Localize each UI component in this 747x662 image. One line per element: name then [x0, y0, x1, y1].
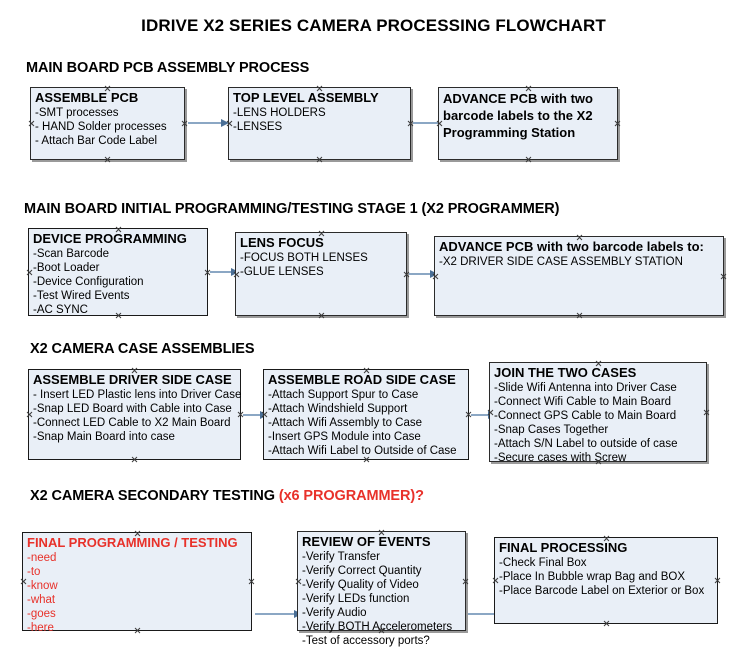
- box-line: -goes: [27, 608, 56, 620]
- box-title: DEVICE PROGRAMMING: [33, 231, 187, 246]
- box-line: -Connect LED Cable to X2 Main Board: [33, 417, 231, 429]
- box-line: -Scan Barcode: [33, 248, 110, 260]
- box-line: -need: [27, 552, 57, 564]
- section-heading-3: X2 CAMERA CASE ASSEMBLIES: [30, 341, 255, 357]
- box-line: -Boot Loader: [33, 262, 100, 274]
- box-line: -Attach Support Spur to Case: [268, 389, 419, 401]
- box-line-overflow: -Test of accessory ports?: [302, 635, 430, 647]
- box-line: -what: [27, 594, 56, 606]
- box-title: ADVANCE PCB with two barcode labels to t…: [443, 91, 593, 140]
- box-title: ASSEMBLE ROAD SIDE CASE: [268, 372, 456, 387]
- connector-arrow: [188, 119, 229, 127]
- selection-handle[interactable]: [28, 120, 35, 127]
- box-line: -Place In Bubble wrap Bag and BOX: [499, 571, 686, 583]
- connector-arrow: [210, 268, 239, 276]
- selection-handle[interactable]: [20, 578, 27, 585]
- box-line: -LENS HOLDERS: [233, 107, 326, 119]
- box-line: -Check Final Box: [499, 557, 587, 569]
- section-heading-4: X2 CAMERA SECONDARY TESTING (x6 PROGRAMM…: [30, 488, 424, 504]
- selection-handle[interactable]: [26, 269, 33, 276]
- selection-handle[interactable]: [131, 456, 138, 463]
- section-heading-2-text: MAIN BOARD INITIAL PROGRAMMING/TESTING S…: [24, 201, 560, 217]
- box-lens-focus[interactable]: LENS FOCUS -FOCUS BOTH LENSES -GLUE LENS…: [235, 232, 407, 316]
- box-title: ASSEMBLE PCB: [35, 90, 139, 105]
- box-line: -AC SYNC: [33, 304, 88, 316]
- box-line: -Attach S/N Label to outside of case: [494, 438, 678, 450]
- section-heading-1-text: MAIN BOARD PCB ASSEMBLY PROCESS: [26, 60, 310, 76]
- selection-handle[interactable]: [492, 577, 499, 584]
- box-line: -Connect GPS Cable to Main Board: [494, 410, 677, 422]
- box-line: -Verify Correct Quantity: [302, 565, 422, 577]
- box-line: -Snap LED Board with Cable into Case: [33, 403, 232, 415]
- box-title: REVIEW OF EVENTS: [302, 534, 431, 549]
- box-final-processing[interactable]: FINAL PROCESSING -Check Final Box -Place…: [494, 537, 718, 624]
- box-line: - Insert LED Plastic lens into Driver Ca…: [33, 389, 242, 401]
- box-line: -know: [27, 580, 58, 592]
- box-advance-pcb-driver-side[interactable]: ADVANCE PCB with two barcode labels to: …: [434, 236, 724, 316]
- box-line: -Verify Audio: [302, 607, 367, 619]
- selection-handle[interactable]: [295, 578, 302, 585]
- selection-handle[interactable]: [720, 273, 727, 280]
- box-title: ASSEMBLE DRIVER SIDE CASE: [33, 372, 232, 387]
- selection-handle[interactable]: [316, 156, 323, 163]
- box-title: FINAL PROGRAMMING / TESTING: [27, 535, 238, 550]
- box-line: -Verify LEDs function: [302, 593, 410, 605]
- box-advance-pcb-station[interactable]: ADVANCE PCB with two barcode labels to t…: [438, 87, 618, 160]
- box-line: -GLUE LENSES: [240, 266, 324, 278]
- box-title: TOP LEVEL ASSEMBLY: [233, 90, 379, 105]
- box-line: - HAND Solder processes: [35, 121, 167, 133]
- selection-handle[interactable]: [525, 156, 532, 163]
- selection-handle[interactable]: [104, 156, 111, 163]
- box-line: -Connect Wifi Cable to Main Board: [494, 396, 672, 408]
- selection-handle[interactable]: [603, 620, 610, 627]
- selection-handle[interactable]: [318, 312, 325, 319]
- box-line: -Snap Main Board into case: [33, 431, 175, 443]
- connector-arrow: [471, 411, 496, 419]
- box-line: -Insert GPS Module into Case: [268, 431, 421, 443]
- box-title: LENS FOCUS: [240, 235, 324, 250]
- box-assemble-driver-side-case[interactable]: ASSEMBLE DRIVER SIDE CASE - Insert LED P…: [28, 369, 241, 460]
- box-top-level-assembly[interactable]: TOP LEVEL ASSEMBLY -LENS HOLDERS -LENSES: [228, 87, 411, 160]
- box-title: ADVANCE PCB with two barcode labels to:: [439, 239, 704, 254]
- box-review-of-events[interactable]: REVIEW OF EVENTS -Verify Transfer -Verif…: [295, 531, 466, 647]
- box-line: -Snap Cases Together: [494, 424, 609, 436]
- box-line: -Verify Transfer: [302, 551, 380, 563]
- box-line: -Place Barcode Label on Exterior or Box: [499, 585, 705, 597]
- section-heading-4-accent: (x6 PROGRAMMER)?: [278, 488, 424, 504]
- box-device-programming[interactable]: DEVICE PROGRAMMING -Scan Barcode -Boot L…: [28, 228, 208, 316]
- box-line: -here: [27, 622, 54, 634]
- connector-arrow: [255, 610, 302, 618]
- box-line: -LENSES: [233, 121, 283, 133]
- selection-handle[interactable]: [576, 312, 583, 319]
- box-line: -Device Configuration: [33, 276, 144, 288]
- box-assemble-road-side-case[interactable]: ASSEMBLE ROAD SIDE CASE -Attach Support …: [263, 369, 469, 460]
- box-line: -Slide Wifi Antenna into Driver Case: [494, 382, 677, 394]
- box-line: -Attach Wifi Assembly to Case: [268, 417, 423, 429]
- section-heading-1: MAIN BOARD PCB ASSEMBLY PROCESS: [26, 60, 309, 76]
- box-title: FINAL PROCESSING: [499, 540, 628, 555]
- section-heading-3-text: X2 CAMERA CASE ASSEMBLIES: [30, 341, 255, 357]
- box-line: - Attach Bar Code Label: [35, 135, 158, 147]
- section-heading-2: MAIN BOARD INITIAL PROGRAMMING/TESTING S…: [24, 201, 560, 217]
- box-line: -Verify Quality of Video: [302, 579, 419, 591]
- arrow-head-icon: [221, 119, 229, 127]
- box-line: -to: [27, 566, 41, 578]
- selection-handle[interactable]: [26, 411, 33, 418]
- box-line: -Verify BOTH Accelerometers: [302, 621, 453, 633]
- box-line: -Attach Wifi Label to Outside of Case: [268, 445, 457, 457]
- box-final-programming-testing[interactable]: FINAL PROGRAMMING / TESTING -need -to -k…: [20, 532, 252, 634]
- page-title: IDRIVE X2 SERIES CAMERA PROCESSING FLOWC…: [141, 16, 606, 35]
- connector-arrow: [243, 411, 268, 419]
- box-assemble-pcb[interactable]: ASSEMBLE PCB -SMT processes - HAND Solde…: [30, 87, 185, 160]
- box-title: JOIN THE TWO CASES: [494, 365, 637, 380]
- box-line: -Attach Windshield Support: [268, 403, 408, 415]
- connector-arrow: [409, 270, 438, 278]
- box-line: -SMT processes: [35, 107, 119, 119]
- box-line: -Test Wired Events: [33, 290, 130, 302]
- box-line: -Secure cases with Screw: [494, 452, 627, 464]
- box-line: -X2 DRIVER SIDE CASE ASSEMBLY STATION: [439, 256, 683, 268]
- box-join-the-two-cases[interactable]: JOIN THE TWO CASES -Slide Wifi Antenna i…: [489, 362, 707, 464]
- box-line: -FOCUS BOTH LENSES: [240, 252, 368, 264]
- section-heading-4-text: X2 CAMERA SECONDARY TESTING: [30, 488, 279, 504]
